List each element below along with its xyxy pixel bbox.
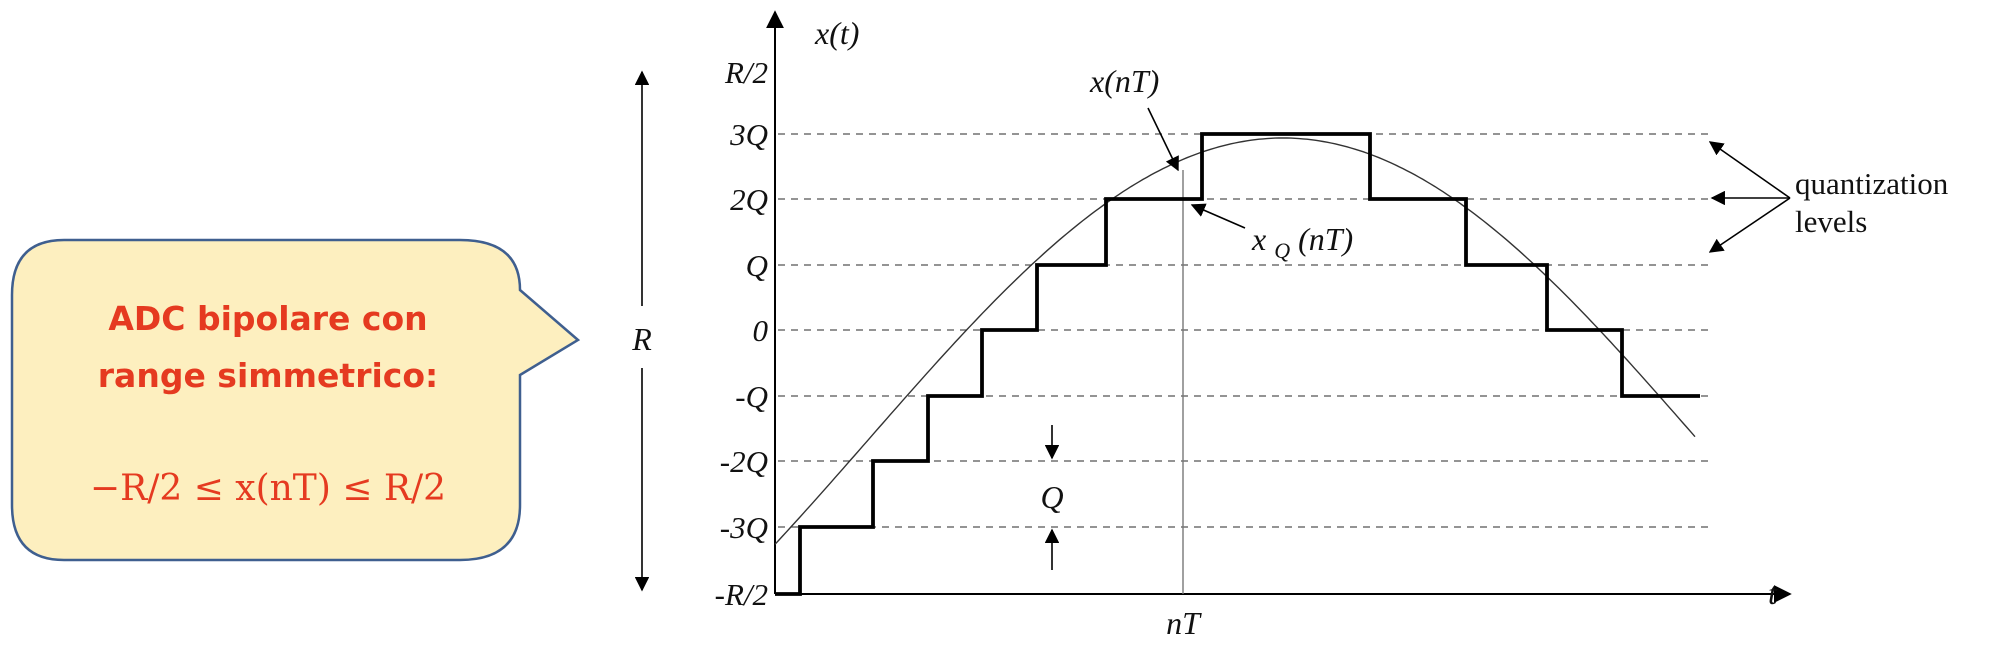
y-tick-2Q: 2Q — [730, 182, 768, 217]
y-tick-Q: Q — [746, 248, 768, 283]
range-indicator: R — [631, 70, 652, 592]
quantized-rest: (nT) — [1298, 221, 1353, 257]
y-tick--2Q: -2Q — [720, 444, 768, 479]
sample-annotations: x(nT) x Q (nT) — [1089, 63, 1353, 265]
quantized-main: x — [1251, 221, 1266, 257]
x-axis-label: t — [1768, 575, 1778, 611]
sample-arrow — [1147, 107, 1179, 172]
callout-math: −R/2 ≤ x(nT) ≤ R/2 — [90, 468, 446, 509]
axes: x(t) t nT — [766, 10, 1792, 641]
quantized-sub: Q — [1274, 238, 1290, 263]
step-indicator: Q — [1040, 425, 1064, 570]
y-tick-R/2: R/2 — [724, 55, 768, 90]
y-tick-3Q: 3Q — [729, 117, 768, 152]
y-tick-0: 0 — [753, 313, 769, 348]
qlevels-line-2: levels — [1795, 204, 1867, 239]
quantized-staircase — [775, 132, 1700, 596]
qlevels-arrow-top — [1708, 141, 1791, 199]
analog-signal-curve — [774, 137, 1696, 545]
quantization-levels-annotation: quantization levels — [1708, 141, 1949, 253]
qlevels-arrow-bottom — [1708, 197, 1791, 253]
step-label: Q — [1040, 479, 1063, 515]
y-tick--R/2: -R/2 — [715, 577, 768, 612]
callout-line-2: range simmetrico: — [98, 356, 438, 395]
y-tick--Q: -Q — [735, 379, 768, 414]
range-label: R — [631, 321, 652, 357]
callout-bubble: ADC bipolare con range simmetrico: −R/2 … — [10, 238, 581, 562]
quantized-arrow — [1190, 203, 1246, 229]
qlevels-line-1: quantization — [1795, 166, 1949, 201]
callout-line-1: ADC bipolare con — [108, 299, 427, 338]
y-tick-labels: R/2 3Q 2Q Q 0 -Q -2Q -3Q -R/2 — [715, 55, 769, 612]
quantized-sample-label: x Q (nT) — [1251, 221, 1353, 265]
callout-shape — [10, 238, 581, 562]
sample-label: x(nT) — [1089, 63, 1159, 99]
y-tick--3Q: -3Q — [720, 510, 768, 545]
y-axis-label: x(t) — [814, 15, 859, 51]
x-tick-nT: nT — [1166, 605, 1202, 641]
